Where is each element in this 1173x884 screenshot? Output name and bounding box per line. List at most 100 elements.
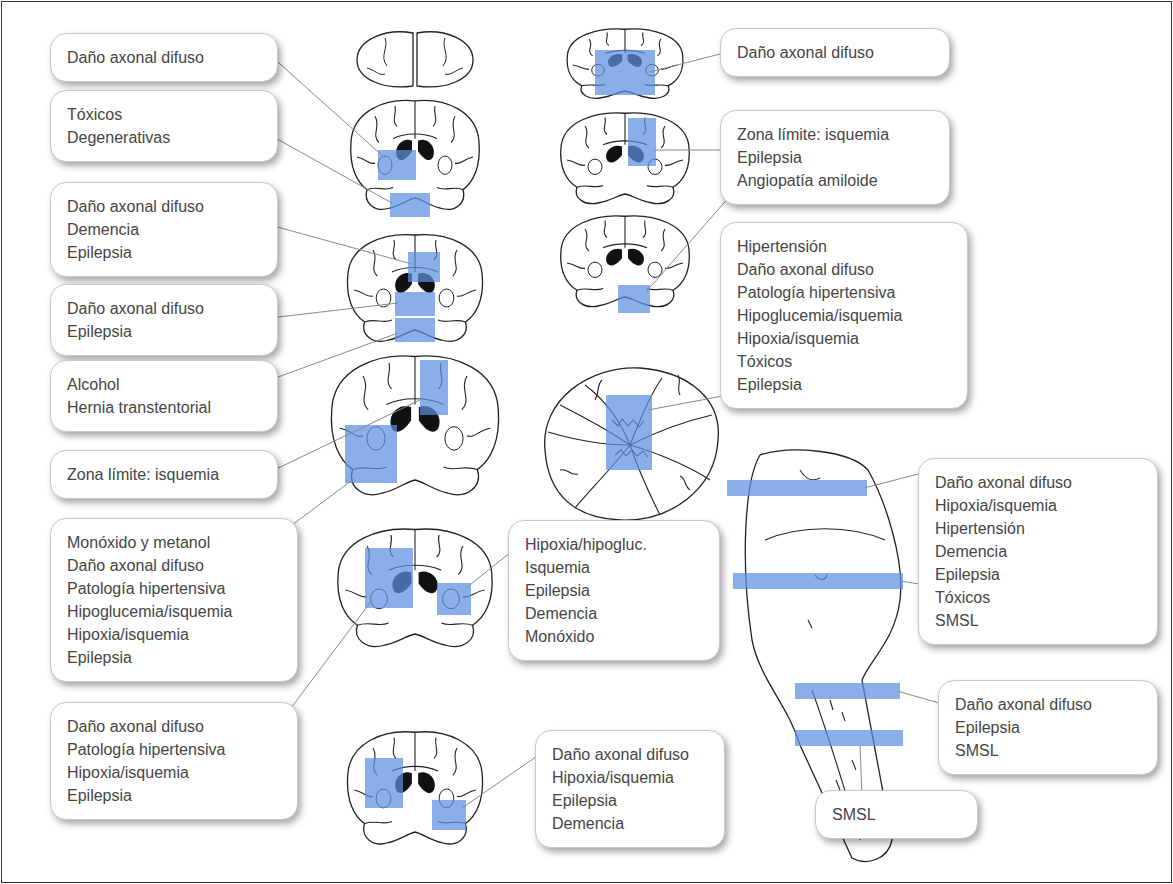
callout-text: Angiopatía amiloide	[737, 169, 878, 192]
leader-line	[650, 52, 728, 72]
leader-line	[270, 225, 412, 264]
callout-text: Patología hipertensiva	[67, 577, 225, 600]
callout-text: Demencia	[552, 812, 624, 835]
callout-text: Monóxido y metanol	[67, 531, 210, 554]
brain-section	[338, 529, 492, 646]
callout-text: Hipoxia/isquemia	[737, 327, 859, 350]
callout-box: Daño axonal difuso	[50, 33, 278, 82]
brain-section	[561, 113, 690, 204]
callout-text: Epilepsia	[67, 320, 132, 343]
callout-box: Daño axonal difusoEpilepsiaSMSL	[938, 680, 1158, 775]
callout-text: Isquemia	[525, 556, 590, 579]
leader-line	[270, 333, 398, 380]
callout-text: Hipertensión	[737, 235, 827, 258]
leader-line	[270, 398, 424, 472]
highlight-region	[618, 285, 650, 313]
callout-text: Demencia	[525, 602, 597, 625]
leader-line	[270, 303, 398, 318]
highlight-band	[795, 730, 903, 746]
callout-text: Demencia	[67, 218, 139, 241]
callout-text: Monóxido	[525, 625, 594, 648]
callout-box: Daño axonal difusoPatología hipertensiva…	[50, 702, 298, 820]
callout-text: SMSL	[832, 803, 876, 826]
callout-text: Epilepsia	[955, 716, 1020, 739]
callout-text: SMSL	[955, 739, 999, 762]
highlight-region	[378, 150, 416, 180]
callout-box: Daño axonal difusoHipoxia/isquemiaHipert…	[918, 458, 1158, 645]
callout-box: SMSL	[815, 790, 978, 839]
callout-text: Daño axonal difuso	[67, 46, 204, 69]
callout-text: Daño axonal difuso	[67, 297, 204, 320]
callout-box: HipertensiónDaño axonal difusoPatología …	[720, 222, 968, 409]
callout-box: Zona límite: isquemiaEpilepsiaAngiopatía…	[720, 110, 950, 205]
callout-text: Daño axonal difuso	[67, 554, 204, 577]
callout-text: Tóxicos	[737, 350, 792, 373]
callout-text: Demencia	[935, 540, 1007, 563]
callout-text: Hipoxia/isquemia	[67, 623, 189, 646]
callout-box: Daño axonal difuso	[720, 28, 950, 77]
callout-text: Epilepsia	[67, 241, 132, 264]
callout-text: Epilepsia	[935, 563, 1000, 586]
brain-section	[357, 32, 473, 87]
cerebellum-section	[545, 368, 719, 520]
highlight-region	[420, 360, 448, 415]
callout-text: Daño axonal difuso	[67, 715, 204, 738]
highlight-region	[408, 252, 440, 282]
leader-line	[288, 478, 355, 528]
highlight-band	[795, 683, 900, 699]
highlight-region	[432, 800, 466, 830]
callout-text: Hipoxia/isquemia	[552, 766, 674, 789]
highlight-region	[395, 318, 435, 342]
callout-box: Zona límite: isquemia	[50, 450, 278, 499]
callout-text: Epilepsia	[737, 373, 802, 396]
callout-text: Hipoglucemia/isquemia	[67, 600, 232, 623]
callout-box: TóxicosDegenerativas	[50, 90, 278, 162]
highlight-region	[345, 425, 397, 483]
callout-box: Daño axonal difusoHipoxia/isquemiaEpilep…	[535, 730, 725, 848]
callout-text: Epilepsia	[67, 646, 132, 669]
highlight-region	[390, 193, 430, 217]
leader-line	[288, 600, 372, 712]
highlight-band	[727, 480, 867, 496]
highlight-band	[733, 573, 903, 589]
callout-box: Daño axonal difusoEpilepsia	[50, 284, 278, 356]
callout-box: Hipoxia/hipogluc.IsquemiaEpilepsiaDemenc…	[508, 520, 720, 661]
callout-text: Daño axonal difuso	[67, 195, 204, 218]
highlight-region	[606, 395, 652, 470]
callout-text: Hipertensión	[935, 517, 1025, 540]
callout-text: Daño axonal difuso	[737, 258, 874, 281]
leader-line	[864, 472, 926, 488]
highlight-region	[628, 118, 656, 166]
callout-text: Hipoglucemia/isquemia	[737, 304, 902, 327]
callout-text: Degenerativas	[67, 126, 170, 149]
callout-box: AlcoholHernia transtentorial	[50, 360, 278, 432]
callout-text: Hipoxia/isquemia	[935, 494, 1057, 517]
leader-line	[648, 395, 728, 410]
leader-line	[270, 135, 392, 203]
leader-line	[462, 752, 543, 808]
callout-text: Alcohol	[67, 373, 119, 396]
callout-text: Daño axonal difuso	[935, 471, 1072, 494]
callout-text: Epilepsia	[737, 146, 802, 169]
callout-text: Tóxicos	[67, 103, 122, 126]
callout-text: Patología hipertensiva	[67, 738, 225, 761]
callout-text: Tóxicos	[935, 586, 990, 609]
callout-text: SMSL	[935, 609, 979, 632]
highlight-region	[395, 292, 435, 316]
callout-text: Epilepsia	[525, 579, 590, 602]
callout-text: Epilepsia	[67, 784, 132, 807]
highlight-region	[365, 758, 403, 808]
callout-text: Epilepsia	[552, 789, 617, 812]
highlight-region	[365, 548, 413, 608]
callout-box: Daño axonal difusoDemenciaEpilepsia	[50, 182, 278, 277]
callout-box: Monóxido y metanolDaño axonal difusoPato…	[50, 518, 298, 682]
leader-line	[270, 55, 385, 158]
callout-text: Hipoxia/isquemia	[67, 761, 189, 784]
callout-text: Hernia transtentorial	[67, 396, 211, 419]
highlight-region	[595, 50, 655, 95]
leader-line	[646, 196, 730, 292]
callout-text: Zona límite: isquemia	[737, 123, 889, 146]
callout-text: Daño axonal difuso	[737, 41, 874, 64]
callout-text: Hipoxia/hipogluc.	[525, 533, 647, 556]
